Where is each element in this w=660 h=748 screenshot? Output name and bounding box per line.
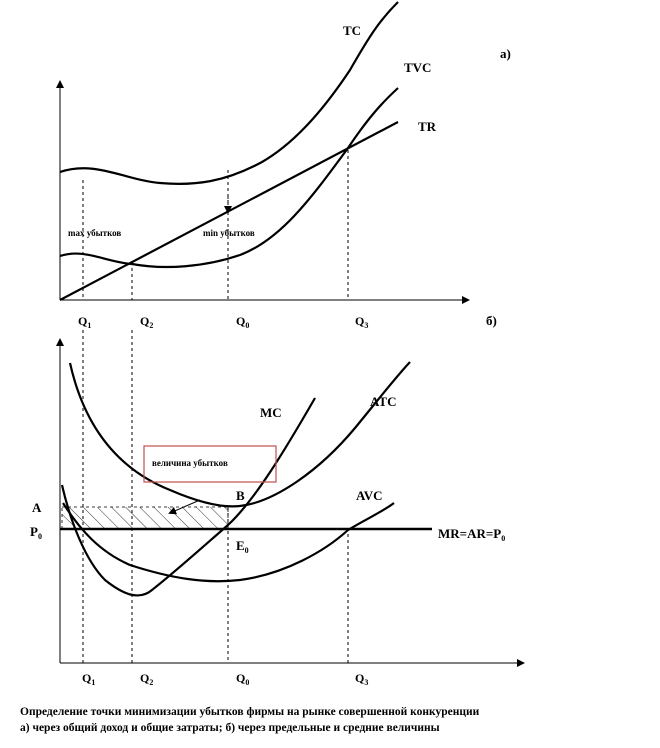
- figure-caption-line-1: Определение точки минимизации убытков фи…: [20, 706, 480, 718]
- mc-label: MC: [260, 405, 282, 420]
- price-line-label: MR=AR=P0: [438, 526, 505, 543]
- panel-a: TC TVC TR а) max убытков min убытков Q1 …: [56, 1, 511, 330]
- avc-curve: [62, 502, 395, 583]
- point-b-label: B: [236, 488, 245, 503]
- point-a-label: A: [32, 500, 42, 515]
- panel-a-q1-label: Q1: [78, 314, 91, 330]
- p0-label: P0: [30, 524, 42, 541]
- tr-curve: [59, 121, 399, 301]
- panel-b-q0-label: Q0: [236, 671, 249, 687]
- panel-a-tag: а): [500, 46, 511, 61]
- tc-label: TC: [343, 23, 361, 38]
- point-e0-label: E0: [236, 538, 249, 555]
- panel-b-q2-label: Q2: [140, 671, 153, 687]
- max-loss-label: max убытков: [68, 228, 121, 238]
- min-loss-label: min убытков: [203, 228, 255, 238]
- tc-curve: [59, 1, 399, 185]
- panel-b: величина убытков MC ATC AVC B A P0 E0 MR…: [30, 330, 525, 687]
- tvc-label: TVC: [404, 60, 431, 75]
- loss-box-label: величина убытков: [152, 458, 228, 468]
- tvc-curve: [59, 87, 399, 269]
- figure-caption-line-2: а) через общий доход и общие затраты; б)…: [20, 722, 440, 734]
- avc-label: AVC: [356, 488, 383, 503]
- panel-a-q3-label: Q3: [355, 314, 368, 330]
- panel-a-q0-label: Q0: [236, 314, 249, 330]
- loss-box: величина убытков: [143, 445, 277, 515]
- panel-b-q1-label: Q1: [82, 671, 95, 687]
- atc-label: ATC: [370, 394, 396, 409]
- loss-area: [61, 506, 229, 530]
- loss-box-arrow: [168, 499, 201, 515]
- panel-a-q2-label: Q2: [140, 314, 153, 330]
- tr-label: TR: [418, 119, 437, 134]
- panel-b-tag: б): [486, 313, 497, 328]
- atc-curve: [68, 361, 411, 508]
- panel-b-q3-label: Q3: [355, 671, 368, 687]
